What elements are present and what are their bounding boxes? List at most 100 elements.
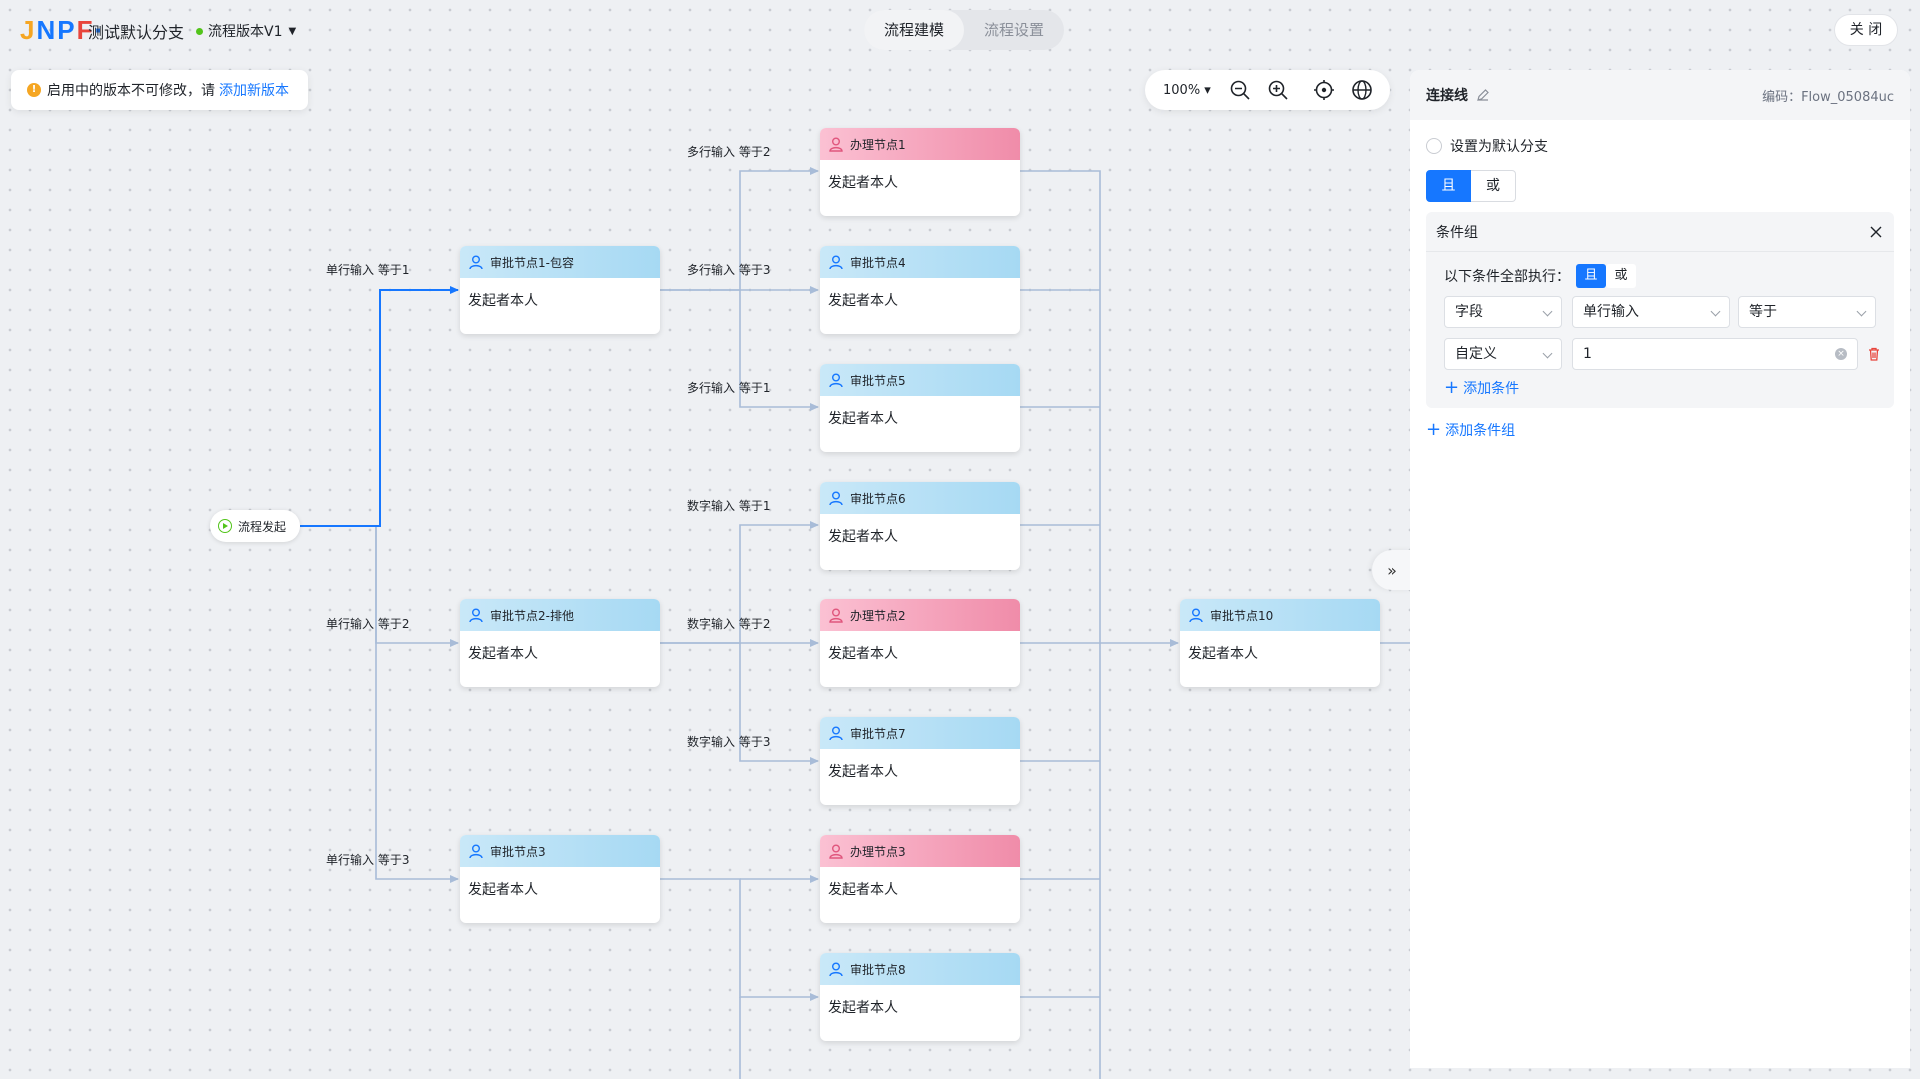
add-condition-group-label: 添加条件组 bbox=[1445, 423, 1516, 439]
condition-or-button[interactable]: 或 bbox=[1606, 264, 1636, 288]
tab-process-settings[interactable]: 流程设置 bbox=[984, 21, 1045, 39]
properties-panel: 连接线 编码：Flow_05084uc 设置为默认分支 且 或 条件组 以下条件… bbox=[1410, 70, 1910, 1068]
edge-label[interactable]: 单行输入 等于1 bbox=[326, 263, 410, 277]
clear-icon[interactable]: × bbox=[1835, 348, 1847, 360]
caret-down-icon: ▼ bbox=[288, 25, 297, 37]
flow-node[interactable]: 审批节点4 发起者本人 bbox=[820, 246, 1020, 334]
app-title: 测试默认分支 bbox=[88, 23, 185, 42]
node-header: 办理节点2 bbox=[820, 599, 1020, 631]
logic-or-button[interactable]: 或 bbox=[1471, 170, 1516, 202]
close-icon[interactable] bbox=[1868, 224, 1884, 240]
edge-label[interactable]: 单行输入 等于2 bbox=[326, 617, 410, 631]
version-selector[interactable]: 流程版本V1 ▼ bbox=[196, 21, 296, 41]
node-header: 审批节点7 bbox=[820, 717, 1020, 749]
edge-label[interactable]: 单行输入 等于3 bbox=[326, 853, 410, 867]
node-title: 审批节点7 bbox=[850, 726, 906, 741]
flow-node[interactable]: 审批节点7 发起者本人 bbox=[820, 717, 1020, 805]
add-version-link[interactable]: 添加新版本 bbox=[219, 83, 289, 99]
flow-node[interactable]: 审批节点8 发起者本人 bbox=[820, 953, 1020, 1041]
node-header: 办理节点3 bbox=[820, 835, 1020, 867]
node-header: 审批节点2-排他 bbox=[460, 599, 660, 631]
panel-title: 连接线 bbox=[1426, 88, 1468, 104]
flow-canvas[interactable]: 单行输入 等于1 单行输入 等于2 单行输入 等于3 多行输入 等于2 多行输入… bbox=[0, 0, 1412, 1079]
node-assignee: 发起者本人 bbox=[468, 646, 538, 662]
node-header: 审批节点8 bbox=[820, 953, 1020, 985]
user-icon bbox=[829, 255, 843, 270]
node-title: 办理节点2 bbox=[850, 608, 906, 623]
default-branch-checkbox[interactable] bbox=[1426, 138, 1442, 154]
chevron-down-icon bbox=[1856, 306, 1867, 317]
flow-node[interactable]: 审批节点3 发起者本人 bbox=[460, 835, 660, 923]
zoom-out-button[interactable] bbox=[1225, 75, 1255, 105]
flow-node[interactable]: 审批节点6 发起者本人 bbox=[820, 482, 1020, 570]
user-icon bbox=[1189, 608, 1203, 623]
edge-label[interactable]: 多行输入 等于2 bbox=[687, 145, 771, 159]
default-branch-label: 设置为默认分支 bbox=[1450, 139, 1548, 155]
condition-value: 1 bbox=[1583, 346, 1592, 362]
add-condition-button[interactable]: +添加条件 bbox=[1444, 378, 1519, 398]
edge-label[interactable]: 数字输入 等于2 bbox=[687, 617, 771, 631]
user-icon bbox=[829, 491, 843, 506]
warning-text: 启用中的版本不可修改，请 bbox=[47, 83, 215, 99]
locate-button[interactable] bbox=[1309, 75, 1339, 105]
node-title: 审批节点10 bbox=[1210, 608, 1274, 623]
value-type-value: 自定义 bbox=[1455, 346, 1497, 362]
readonly-warning: ! 启用中的版本不可修改，请 添加新版本 bbox=[11, 70, 308, 110]
node-assignee: 发起者本人 bbox=[828, 1000, 898, 1016]
flow-node[interactable]: 办理节点2 发起者本人 bbox=[820, 599, 1020, 687]
condition-value-input[interactable]: 1 × bbox=[1572, 338, 1858, 370]
zoom-level-select[interactable]: 100% ▾ bbox=[1163, 82, 1211, 98]
start-node[interactable]: 流程发起 bbox=[210, 510, 300, 542]
node-title: 审批节点5 bbox=[850, 373, 906, 388]
edge bbox=[375, 526, 459, 883]
node-assignee: 发起者本人 bbox=[1188, 646, 1258, 662]
node-title: 审批节点1-包容 bbox=[490, 255, 574, 270]
plus-icon: + bbox=[1426, 419, 1442, 440]
status-dot bbox=[196, 27, 203, 35]
flow-node[interactable]: 审批节点2-排他 发起者本人 bbox=[460, 599, 660, 687]
field-type-value: 字段 bbox=[1455, 304, 1483, 320]
overview-button[interactable] bbox=[1347, 75, 1377, 105]
start-node-label: 流程发起 bbox=[238, 519, 287, 534]
value-type-select[interactable]: 自定义 bbox=[1444, 338, 1562, 370]
user-icon bbox=[469, 255, 483, 270]
zoom-in-button[interactable] bbox=[1263, 75, 1293, 105]
selected-edge bbox=[300, 286, 459, 527]
logo-letter: F bbox=[76, 15, 95, 45]
trash-icon[interactable] bbox=[1866, 346, 1882, 362]
edit-icon[interactable] bbox=[1476, 88, 1490, 102]
field-select[interactable]: 单行输入 bbox=[1572, 296, 1730, 328]
condition-and-button[interactable]: 且 bbox=[1576, 264, 1606, 288]
edge bbox=[660, 878, 819, 1001]
edge bbox=[739, 643, 819, 765]
flow-node[interactable]: 审批节点1-包容 发起者本人 bbox=[460, 246, 660, 334]
handler-icon bbox=[829, 608, 843, 623]
node-header: 审批节点5 bbox=[820, 364, 1020, 396]
node-assignee: 发起者本人 bbox=[828, 529, 898, 545]
node-assignee: 发起者本人 bbox=[468, 882, 538, 898]
user-icon bbox=[829, 726, 843, 741]
node-header: 审批节点6 bbox=[820, 482, 1020, 514]
close-button[interactable]: 关 闭 bbox=[1834, 14, 1898, 46]
edge-label[interactable]: 数字输入 等于1 bbox=[687, 499, 771, 513]
field-type-select[interactable]: 字段 bbox=[1444, 296, 1562, 328]
edge-label[interactable]: 多行输入 等于1 bbox=[687, 381, 771, 395]
edge-label[interactable]: 数字输入 等于3 bbox=[687, 735, 771, 749]
operator-select[interactable]: 等于 bbox=[1738, 296, 1876, 328]
mode-tabs: 流程建模 流程设置 bbox=[864, 10, 1065, 50]
flow-node[interactable]: 办理节点3 发起者本人 bbox=[820, 835, 1020, 923]
logic-and-button[interactable]: 且 bbox=[1426, 170, 1471, 202]
handler-icon bbox=[829, 137, 843, 152]
group-logic-toggle: 且 或 bbox=[1426, 170, 1516, 202]
chevron-down-icon bbox=[1542, 348, 1553, 359]
add-condition-group-button[interactable]: +添加条件组 bbox=[1426, 420, 1515, 440]
crosshair-icon bbox=[1313, 80, 1334, 100]
collapse-panel-button[interactable]: » bbox=[1372, 550, 1412, 590]
edge-label[interactable]: 多行输入 等于3 bbox=[687, 263, 771, 277]
flow-node[interactable]: 审批节点5 发起者本人 bbox=[820, 364, 1020, 452]
flow-node[interactable]: 办理节点1 发起者本人 bbox=[820, 128, 1020, 216]
logo-letter: N bbox=[36, 15, 58, 45]
tab-process-modeling[interactable]: 流程建模 bbox=[864, 10, 965, 50]
user-icon bbox=[469, 844, 483, 859]
flow-node[interactable]: 审批节点10 发起者本人 bbox=[1180, 599, 1380, 687]
